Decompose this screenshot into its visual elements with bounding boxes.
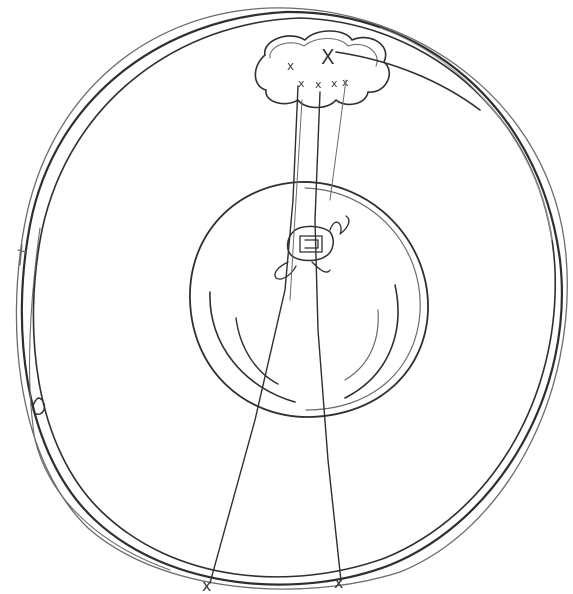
globe-outline	[190, 182, 428, 417]
cloud-marker-small: x	[287, 59, 294, 73]
cloud-outline	[255, 31, 389, 108]
sight-line-right	[315, 92, 341, 581]
upper-arc-line	[336, 52, 480, 110]
outer-ring-stroke-5	[380, 28, 552, 240]
center-object-inner	[300, 236, 322, 252]
center-object	[275, 216, 349, 279]
sight-lines	[210, 80, 346, 583]
sight-line-right-2	[330, 80, 346, 200]
globe-inner-arc-2	[236, 318, 278, 384]
sight-line-left	[210, 86, 298, 583]
outer-ring-stroke-4	[30, 228, 170, 570]
globe-inner-arc-right-2	[345, 310, 378, 380]
bottom-marker-left: x	[202, 576, 211, 594]
cloud-shape	[255, 31, 389, 108]
globe-inner-arc-left	[210, 292, 295, 402]
left-squiggle	[33, 398, 45, 414]
bottom-marker-right: x	[334, 573, 343, 592]
outer-ring-stroke-1	[22, 12, 562, 585]
globe-inner-arc-right	[345, 285, 398, 398]
cloud-marker-small: x	[331, 77, 338, 90]
outer-ring	[16, 8, 567, 589]
cloud-marker-small: x	[298, 77, 305, 90]
cloud-marker-small: x	[315, 78, 322, 91]
center-object-base	[275, 262, 330, 279]
center-object-squiggle	[330, 216, 349, 234]
inner-globe	[190, 182, 428, 417]
cloud-marker-large: X	[321, 45, 335, 69]
